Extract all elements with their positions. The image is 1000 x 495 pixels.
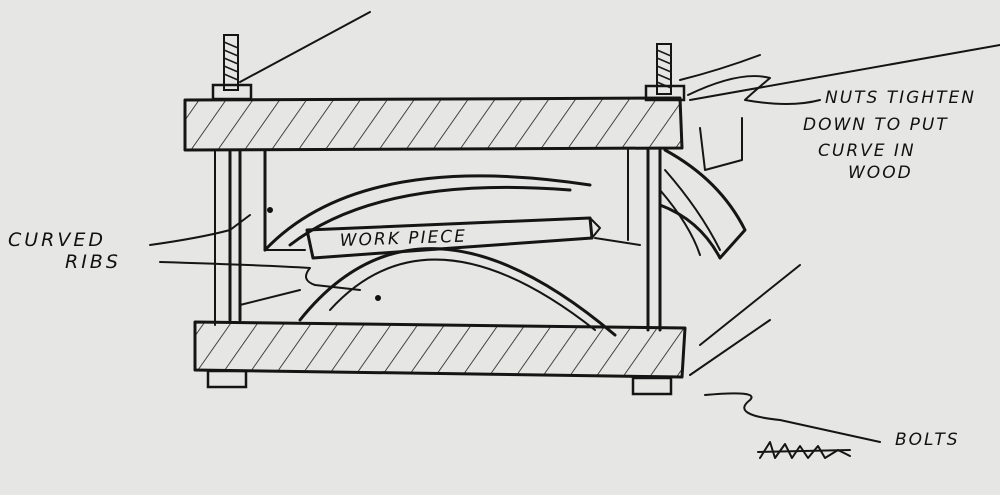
label-work-piece: WORK PIECE [339, 227, 467, 251]
label-curved-line1: CURVED [8, 229, 106, 251]
label-nuts-line2: DOWN TO PUT [803, 115, 949, 135]
label-curved-line2: RIBS [65, 251, 121, 273]
label-nuts-line4: WOOD [848, 163, 913, 183]
bottom-nut-right [631, 376, 673, 396]
leader-lines [149, 75, 881, 443]
bottom-plank [193, 320, 687, 379]
left-bolt [211, 34, 253, 322]
label-nuts: NUTS TIGHTEN DOWN TO PUT CURVE IN WOOD [803, 88, 976, 183]
back-rib [658, 148, 747, 260]
label-nuts-line3: CURVE IN [818, 141, 916, 161]
label-nuts-line1: NUTS TIGHTEN [825, 88, 976, 108]
label-bolts: BOLTS [895, 430, 960, 450]
label-curved-ribs: CURVED RIBS [8, 229, 121, 273]
frame-posts [214, 149, 629, 326]
right-bolt [644, 43, 686, 332]
bottom-nut-left [206, 369, 248, 389]
signature [757, 441, 851, 459]
work-piece-board [305, 216, 601, 260]
back-frame-lines [239, 11, 1000, 376]
top-plank [183, 96, 684, 152]
